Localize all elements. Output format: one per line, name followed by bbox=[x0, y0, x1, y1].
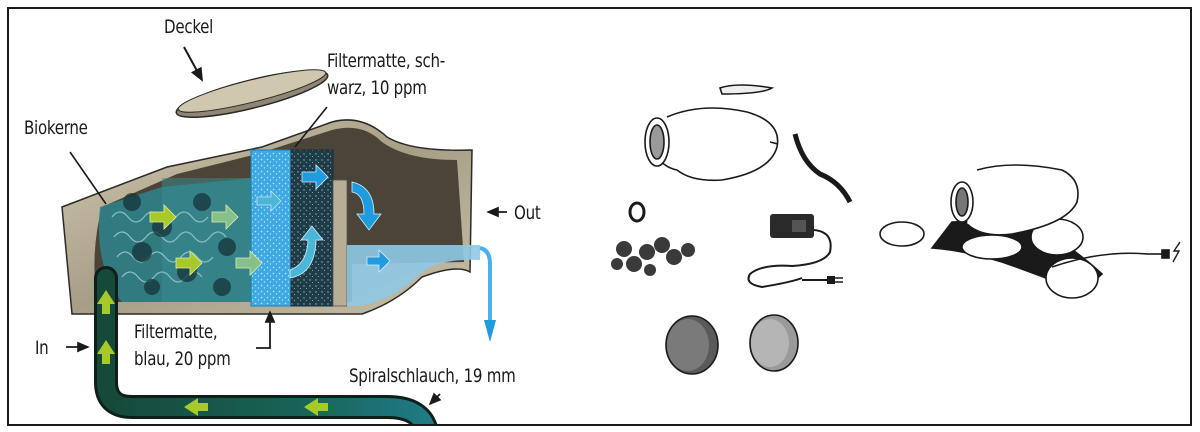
label-black-filter-line1: Filtermatte, sch- bbox=[327, 50, 445, 72]
label-hose: Spiralschlauch, 19 mm bbox=[349, 365, 516, 387]
hose-piece-component bbox=[792, 133, 853, 204]
blue-filter-pointer bbox=[256, 310, 276, 349]
flow-arrows bbox=[149, 164, 496, 342]
diagram-artwork bbox=[61, 46, 1181, 424]
label-bio-cores: Biokerne bbox=[24, 117, 88, 139]
hose-pointer bbox=[428, 392, 442, 406]
label-blue-filter-line1: Filtermatte, bbox=[134, 321, 218, 343]
label-lid: Deckel bbox=[164, 16, 214, 38]
pump-component bbox=[747, 214, 843, 289]
label-black-filter-line2: warz, 10 ppm bbox=[327, 77, 427, 99]
black-filter-pointer bbox=[294, 106, 328, 148]
lid-illustration bbox=[175, 69, 329, 119]
bio-cores-component bbox=[611, 237, 695, 276]
label-out: Out bbox=[514, 202, 541, 224]
assembled-amphora-illustration bbox=[879, 164, 1181, 299]
label-in: In bbox=[35, 337, 49, 359]
label-blue-filter-line2: blau, 20 ppm bbox=[134, 348, 231, 370]
filter-mat-components bbox=[665, 314, 799, 375]
hose-clamp-component bbox=[628, 201, 646, 223]
filter-vessel-cutaway bbox=[61, 119, 492, 324]
amphora-component bbox=[644, 84, 779, 182]
bio-cores-pointer bbox=[69, 151, 107, 205]
diagram-frame: Deckel Filtermatte, sch- warz, 10 ppm Bi… bbox=[7, 7, 1192, 426]
spiral-hose bbox=[94, 266, 438, 424]
lid-pointer bbox=[183, 46, 203, 82]
